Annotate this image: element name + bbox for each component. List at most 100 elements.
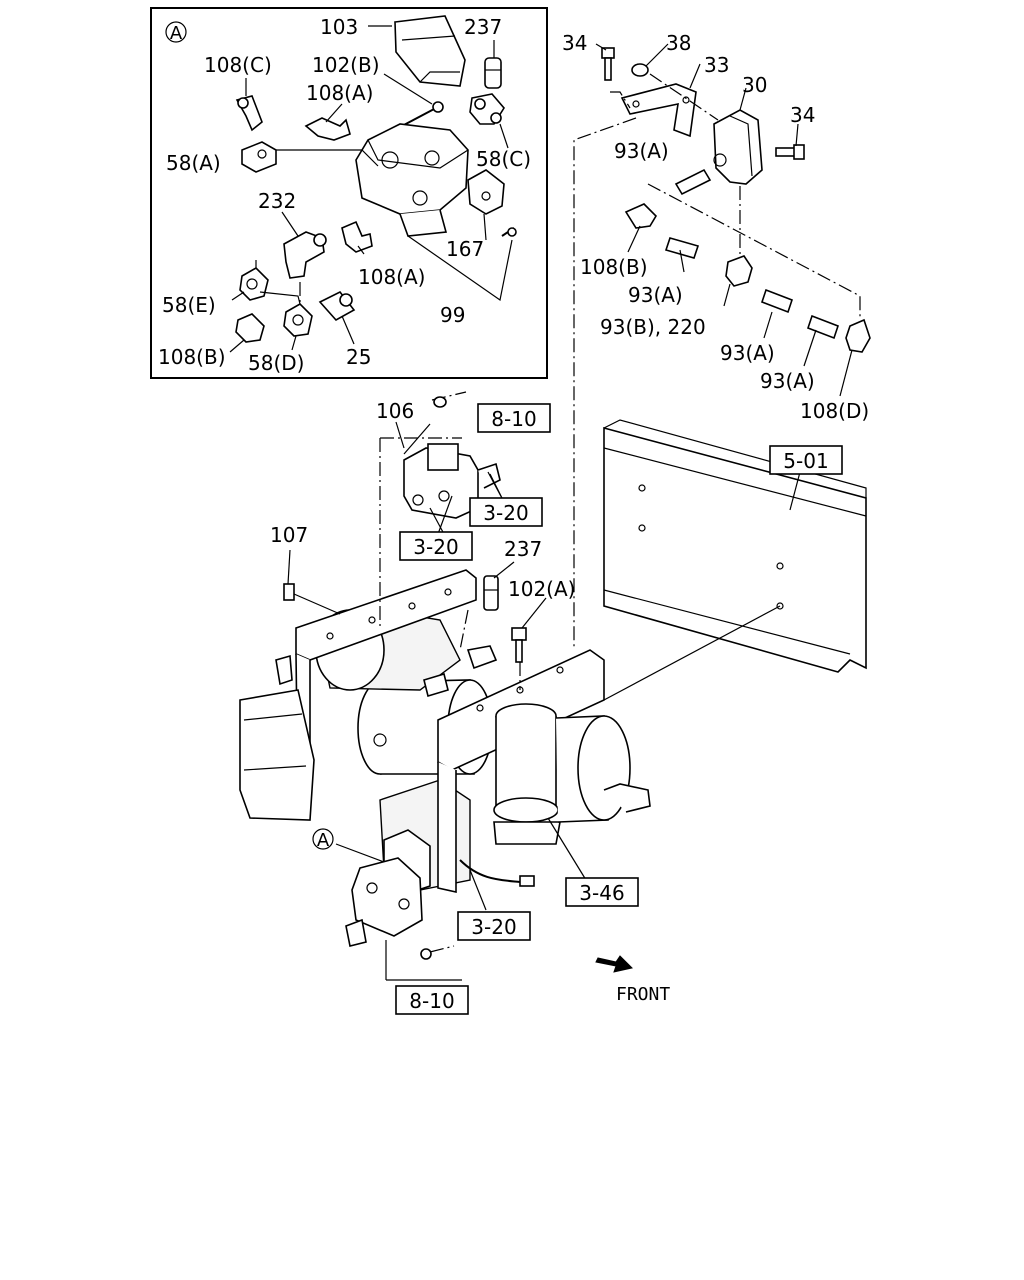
label-108c: 108(C) (204, 53, 272, 77)
label-237-main: 237 (504, 537, 542, 561)
label-34-right: 34 (790, 103, 815, 127)
label-58c: 58(C) (476, 147, 531, 171)
label-58a: 58(A) (166, 151, 221, 175)
part-fitting-b (423, 672, 449, 698)
part-237-sensor (484, 57, 502, 89)
reference-boxes: 8-10 3-20 3-20 5-01 3-46 3-20 8-10 (395, 403, 843, 1015)
ref-8-10-bottom: 8-10 (409, 989, 454, 1013)
part-left-plate (239, 689, 315, 821)
label-93a-4: 93(A) (760, 369, 815, 393)
inset-frame (150, 7, 548, 379)
part-106-valve (403, 391, 501, 519)
part-34-bolt-right (775, 144, 805, 160)
part-167-bracket (467, 169, 505, 215)
front-label: FRONT (616, 984, 670, 1005)
part-108b-right (624, 203, 658, 229)
part-108d (845, 318, 871, 353)
label-25: 25 (346, 345, 371, 369)
label-108a-top: 108(A) (306, 81, 373, 105)
part-93a-4 (806, 314, 840, 340)
label-102a: 102(A) (508, 577, 575, 601)
part-34-bolt-top (601, 47, 615, 81)
label-237-inset: 237 (464, 15, 502, 39)
part-93a-2 (664, 237, 700, 259)
label-108a-bottom: 108(A) (358, 265, 425, 289)
part-58c-tee (469, 93, 505, 125)
label-30: 30 (742, 73, 767, 97)
part-232-fitting (283, 231, 327, 279)
label-34-top: 34 (562, 31, 587, 55)
label-93a-3: 93(A) (720, 341, 775, 365)
main-marker: A (317, 830, 330, 851)
part-108c-elbow (235, 95, 263, 132)
label-93a-1: 93(A) (614, 139, 669, 163)
part-93a-3 (760, 288, 794, 314)
ref-box-3-20-a (469, 497, 543, 527)
ref-3-46: 3-46 (579, 881, 624, 905)
part-58e-fitting (239, 267, 269, 301)
label-93a-2: 93(A) (628, 283, 683, 307)
part-93a-1 (674, 168, 712, 196)
label-106: 106 (376, 399, 414, 423)
label-58d: 58(D) (248, 351, 304, 375)
part-25-plug (318, 290, 356, 322)
part-38-nut (631, 63, 649, 77)
ref-3-20-c: 3-20 (471, 915, 516, 939)
label-108b-right: 108(B) (580, 255, 648, 279)
label-38: 38 (666, 31, 691, 55)
part-102b-bolt (401, 101, 444, 127)
part-103-cover (394, 15, 466, 87)
label-232: 232 (258, 189, 296, 213)
front-arrow-icon (595, 955, 633, 973)
part-fitting-c (275, 654, 293, 686)
part-93b-block (725, 255, 753, 287)
inset-marker: A (170, 23, 183, 44)
ref-5-01: 5-01 (783, 449, 828, 473)
part-cable (459, 859, 521, 883)
part-108a-top-elbow (304, 117, 351, 141)
label-108d: 108(D) (800, 399, 869, 423)
ref-box-8-10-top (477, 403, 551, 433)
main-marker-circle (312, 828, 334, 850)
part-30-clamp (713, 109, 763, 185)
ref-3-20-b: 3-20 (413, 535, 458, 559)
ref-8-10-top: 8-10 (491, 407, 536, 431)
ref-box-3-20-b (399, 531, 473, 561)
inset-marker-circle (165, 21, 187, 43)
label-167: 167 (446, 237, 484, 261)
part-102a-bolt (511, 627, 527, 663)
part-33-bracket (620, 83, 697, 138)
label-33: 33 (704, 53, 729, 77)
part-right-tank (555, 715, 651, 823)
label-93b-220: 93(B), 220 (600, 315, 706, 339)
part-air-dryer (493, 703, 561, 845)
ref-box-5-01 (769, 445, 843, 475)
part-fitting-a (466, 645, 498, 670)
part-108a-bottom-elbow (341, 220, 373, 253)
label-99: 99 (440, 303, 465, 327)
inset-panel: A (150, 7, 548, 379)
part-237-main (483, 575, 499, 611)
right-group: 34 38 33 30 34 93(A) 108(B) 93(A) 93(B),… (562, 31, 871, 650)
front-indicator: FRONT (595, 955, 670, 1005)
ref-box-3-46 (565, 877, 639, 907)
label-103: 103 (320, 15, 358, 39)
part-lower-valve (345, 829, 455, 960)
part-108b-fitting (235, 313, 265, 343)
part-connector (519, 875, 535, 887)
label-108b-inset: 108(B) (158, 345, 226, 369)
ref-box-3-20-c (457, 911, 531, 941)
part-58a-block (241, 141, 277, 173)
part-99-screw (501, 227, 517, 237)
frame-rail (603, 419, 867, 701)
main-assembly: 106 107 237 102(A) A (239, 391, 651, 981)
label-107: 107 (270, 523, 308, 547)
part-107-bolt (283, 583, 341, 615)
ref-3-20-a: 3-20 (483, 501, 528, 525)
part-58d-fitting (283, 303, 313, 337)
label-102b: 102(B) (312, 53, 380, 77)
part-valve-body (355, 123, 469, 237)
ref-box-8-10-bottom (395, 985, 469, 1015)
label-58e: 58(E) (162, 293, 216, 317)
